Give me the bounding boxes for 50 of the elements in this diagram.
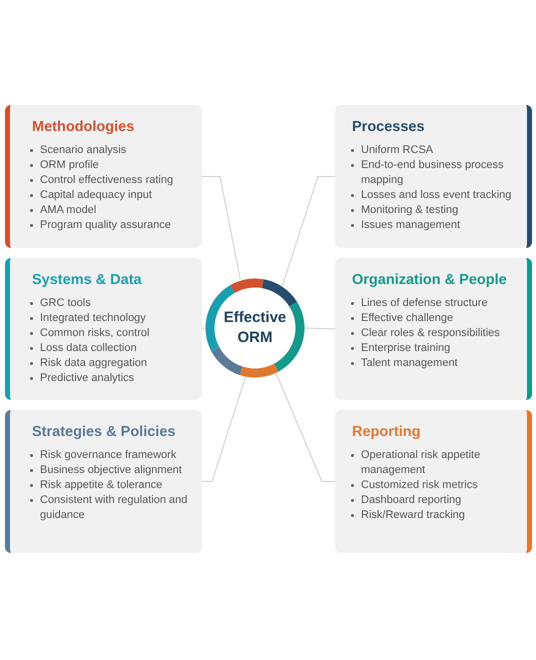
card-heading: Strategies & Policies	[32, 424, 176, 440]
card-heading: Systems & Data	[32, 272, 143, 288]
list-item: Control effectiveness rating	[40, 173, 174, 188]
list-item: Effective challenge	[361, 311, 454, 326]
list-item: Business objective alignment	[40, 463, 182, 478]
list-item: Uniform RCSA	[361, 143, 434, 158]
connector-line	[202, 376, 246, 482]
connector-line	[276, 372, 336, 482]
list-item: Talent management	[361, 356, 458, 371]
list-item: Program quality assurance	[40, 218, 171, 233]
category-card	[335, 258, 532, 400]
card-heading: Reporting	[352, 424, 422, 440]
list-item: Risk/Reward tracking	[361, 508, 465, 523]
connector-line	[304, 328, 336, 330]
card-heading: Processes	[352, 119, 426, 135]
list-item: Customized risk metrics	[361, 478, 478, 493]
list-item: AMA model	[40, 203, 96, 218]
list-item: Loss data collection	[40, 341, 137, 356]
card-heading: Organization & People	[352, 272, 508, 288]
list-item: Monitoring & testing	[361, 203, 458, 218]
list-item: Enterprise training	[361, 341, 450, 356]
list-item: Losses and loss event tracking	[361, 188, 512, 203]
list-item: ORM profile	[40, 158, 99, 173]
connector-line	[202, 176, 241, 281]
list-item: GRC tools	[40, 296, 91, 311]
card-heading: Methodologies	[32, 119, 136, 135]
center-title: Effective ORM	[222, 308, 288, 348]
list-item: End-to-end business process mapping	[361, 158, 504, 188]
category-card	[5, 410, 202, 553]
category-card	[335, 105, 532, 248]
connector-line	[282, 176, 336, 287]
list-item: Dashboard reporting	[361, 493, 462, 508]
list-item: Integrated technology	[40, 311, 146, 326]
center-ring	[205, 278, 305, 378]
list-item: Issues management	[361, 218, 460, 233]
list-item: Operational risk appetite management	[361, 448, 482, 478]
category-card	[5, 105, 202, 248]
list-item: Capital adequacy input	[40, 188, 152, 203]
list-item: Predictive analytics	[40, 371, 134, 386]
list-item: Clear roles & responsibilities	[361, 326, 500, 341]
category-card	[5, 258, 202, 400]
list-item: Risk data aggregation	[40, 356, 148, 371]
category-card	[335, 410, 532, 553]
list-item: Lines of defense structure	[361, 296, 488, 311]
list-item: Consistent with regulation and guidance	[40, 493, 188, 523]
list-item: Common risks, control	[40, 326, 150, 341]
connector-line	[202, 328, 206, 330]
list-item: Scenario analysis	[40, 143, 126, 158]
list-item: Risk appetite & tolerance	[40, 478, 162, 493]
list-item: Risk governance framework	[40, 448, 176, 463]
